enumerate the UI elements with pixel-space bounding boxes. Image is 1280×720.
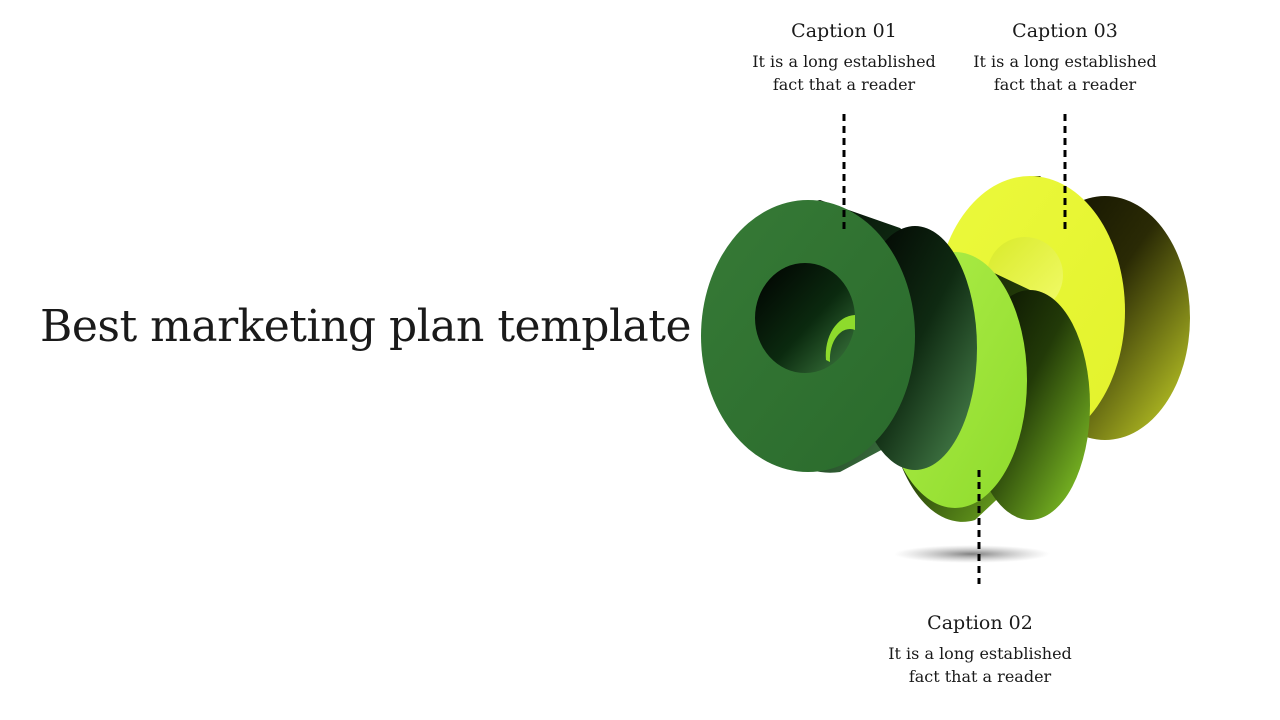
caption-01-title: Caption 01 [791,20,897,42]
slide-title: Best marketing plan template [40,301,691,352]
caption-01-text-line2: fact that a reader [772,75,916,94]
green-ring [701,200,977,473]
caption-02-title: Caption 02 [927,612,1033,634]
caption-03-text-line2: fact that a reader [993,75,1137,94]
floor-shadow [894,545,1050,563]
caption-03-title: Caption 03 [1012,20,1118,42]
caption-02: Caption 02 It is a long established fact… [860,610,1100,688]
caption-02-text-line2: fact that a reader [908,667,1052,686]
caption-01: Caption 01 It is a long established fact… [724,18,964,96]
caption-02-text-line1: It is a long established [888,644,1072,663]
caption-03-text-line1: It is a long established [973,52,1157,71]
caption-03: Caption 03 It is a long established fact… [945,18,1185,96]
caption-01-text-line1: It is a long established [752,52,936,71]
